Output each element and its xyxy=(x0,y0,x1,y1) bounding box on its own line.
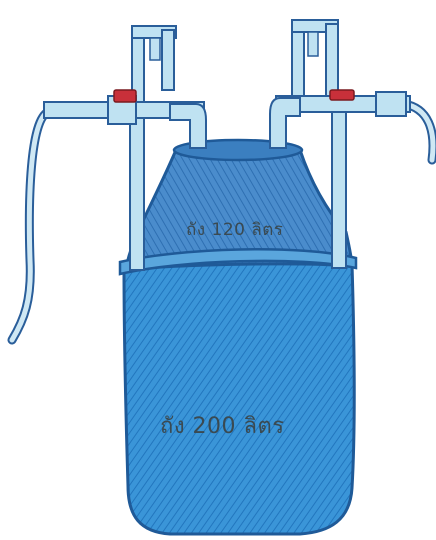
lower-tank-200l xyxy=(124,257,354,534)
left-valve xyxy=(114,90,136,102)
lower-tank-label: ถัง 200 ลิตร xyxy=(160,408,285,443)
upper-tank-label: ถัง 120 ลิตร xyxy=(186,216,283,243)
right-valve xyxy=(330,90,354,100)
